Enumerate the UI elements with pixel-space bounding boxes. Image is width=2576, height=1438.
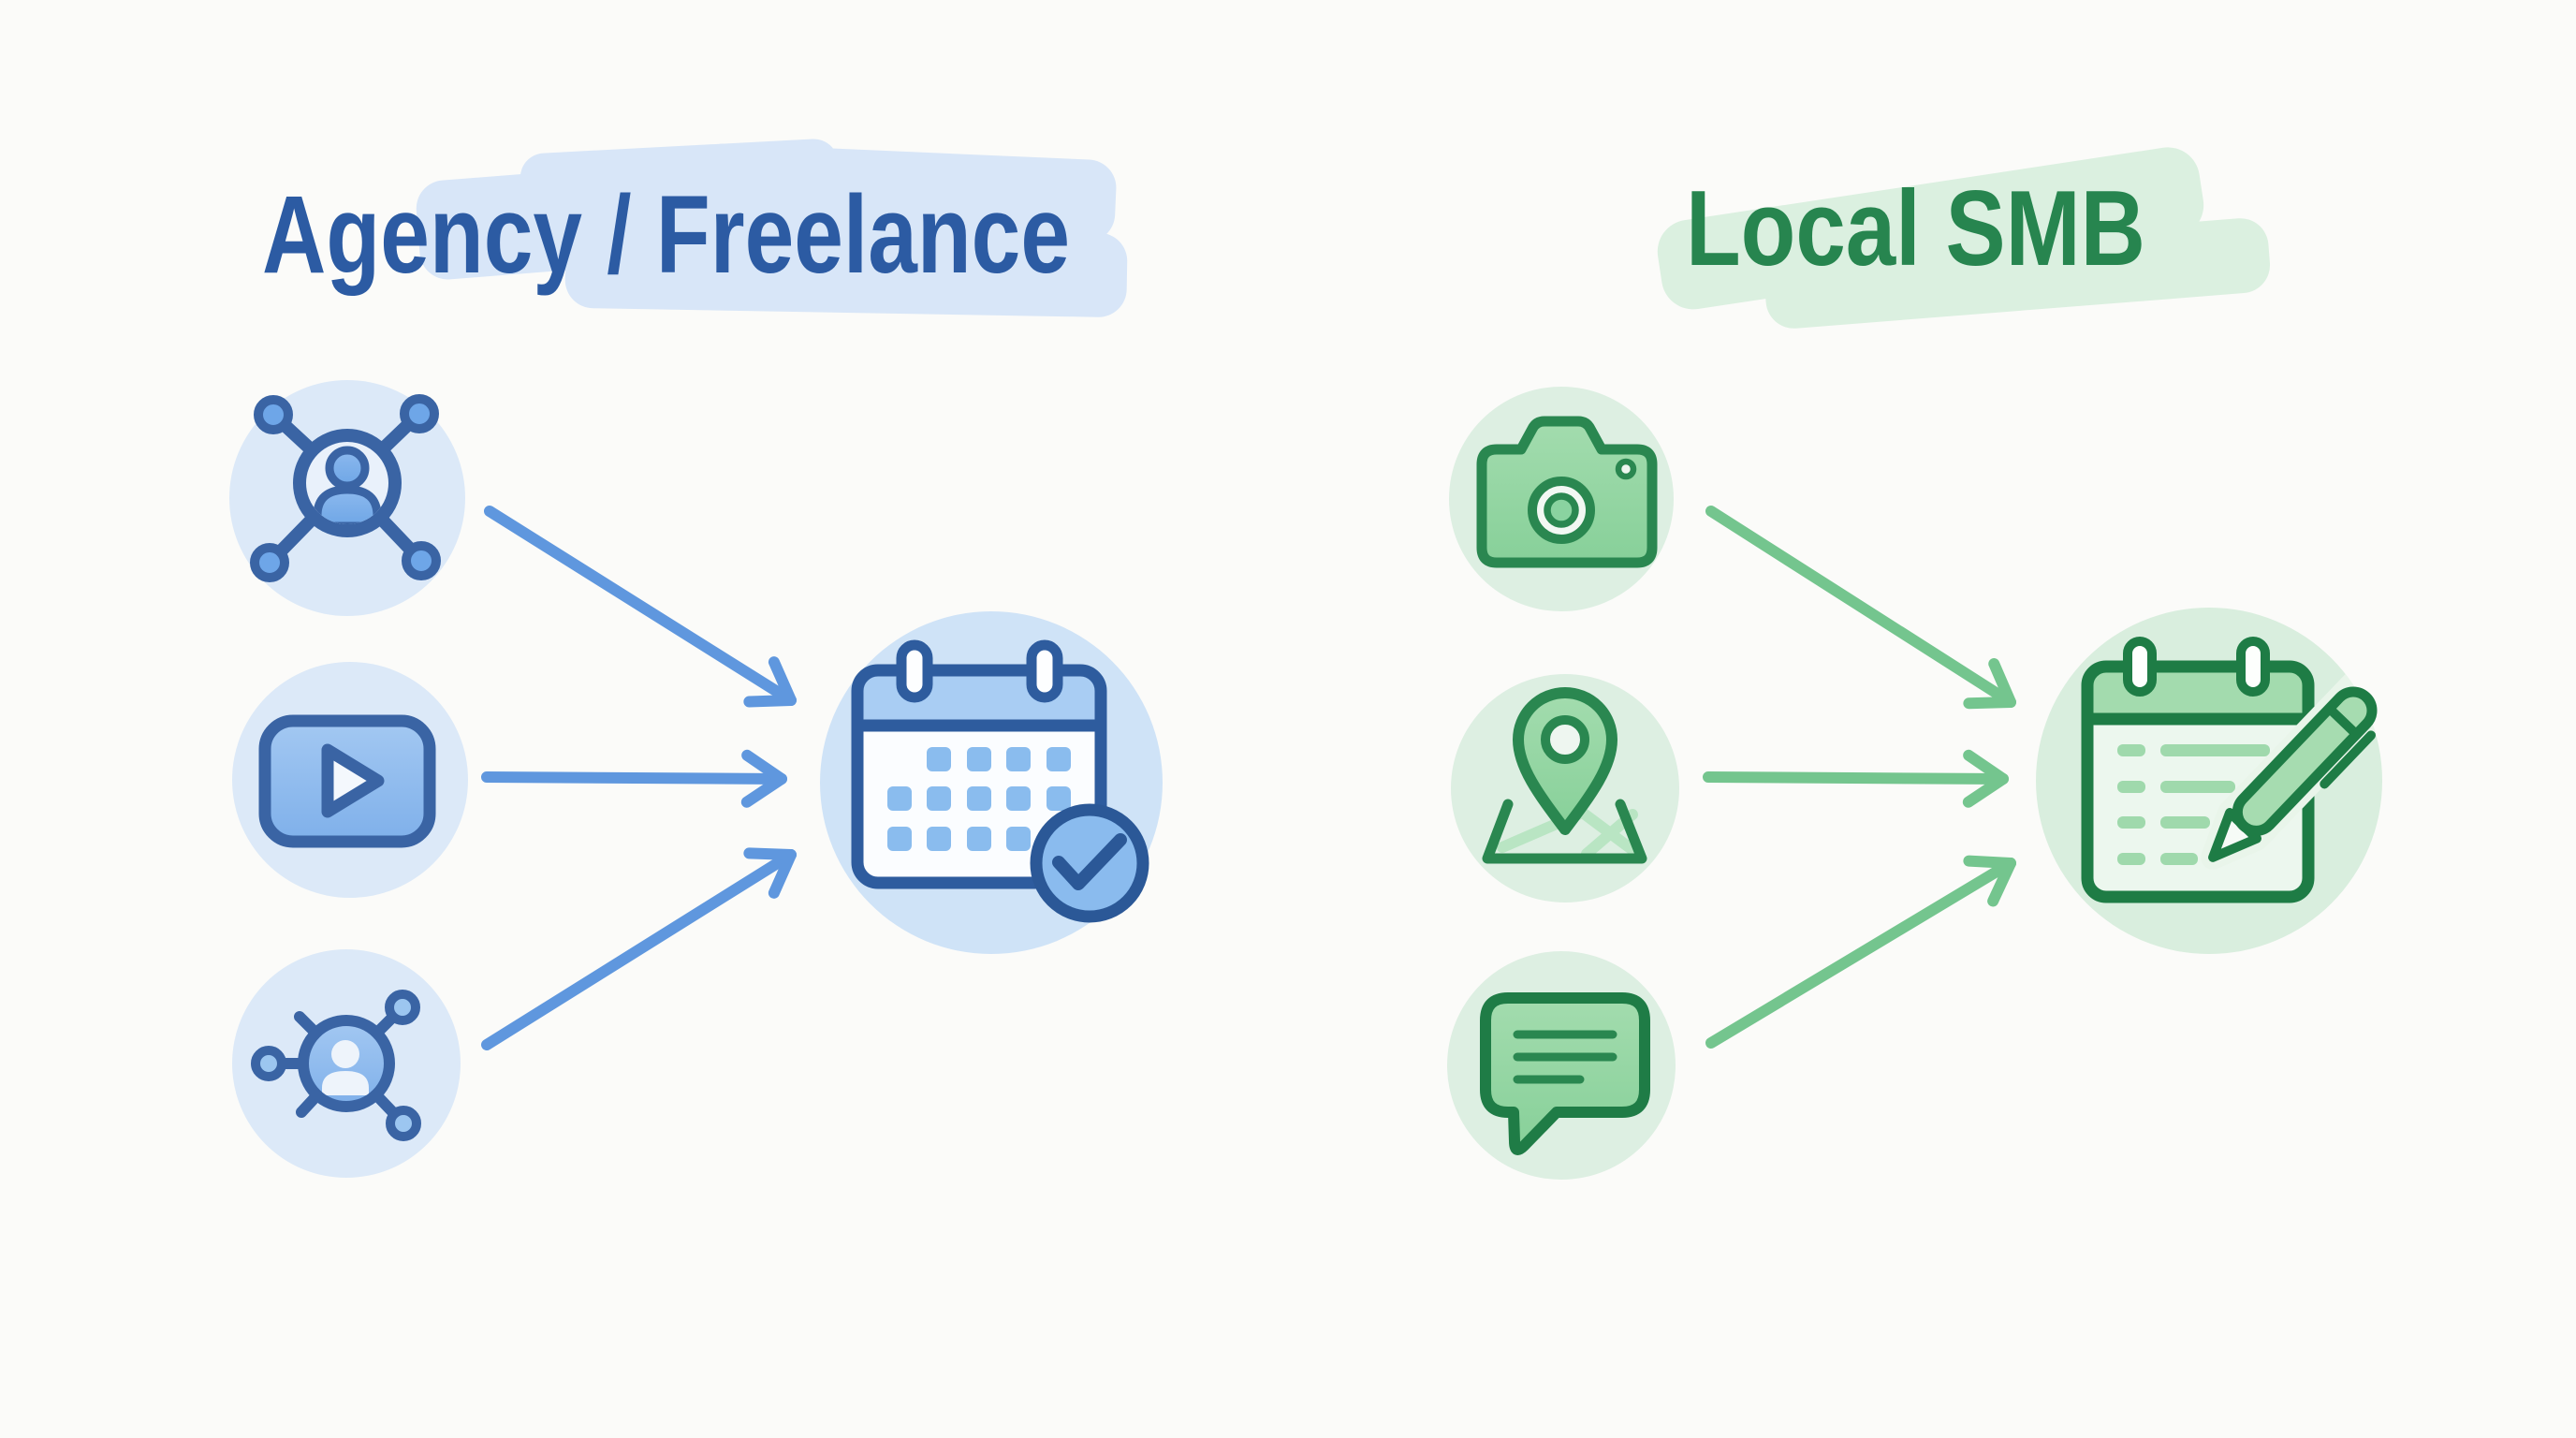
svg-text:Local SMB: Local SMB [1686,169,2145,288]
svg-text:Agency / Freelance: Agency / Freelance [262,173,1070,297]
